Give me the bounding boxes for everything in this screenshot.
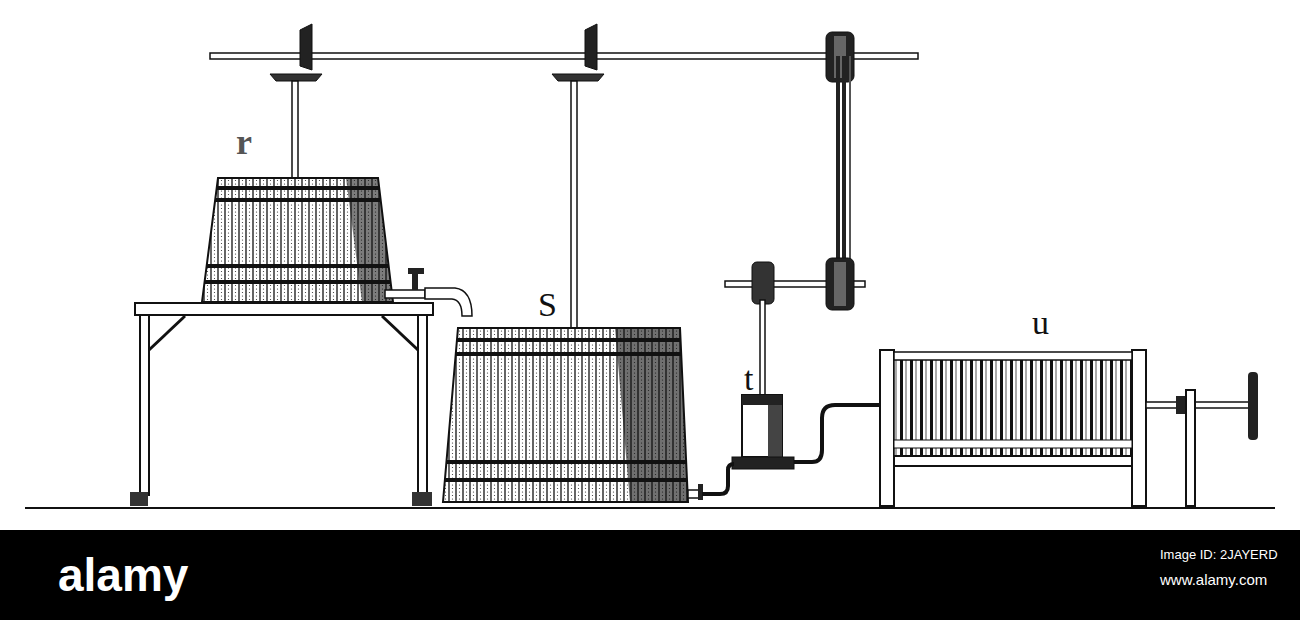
watermark: alamy bbox=[58, 552, 188, 598]
watermark-band bbox=[0, 530, 1300, 620]
part-letter: r bbox=[236, 124, 252, 160]
watermark: Image ID: 2JAYERD bbox=[1160, 548, 1278, 561]
part-letter: u bbox=[1032, 306, 1049, 340]
watermark: www.alamy.com bbox=[1160, 572, 1267, 587]
part-letter: S bbox=[538, 288, 557, 322]
part-letter: t bbox=[744, 362, 753, 396]
